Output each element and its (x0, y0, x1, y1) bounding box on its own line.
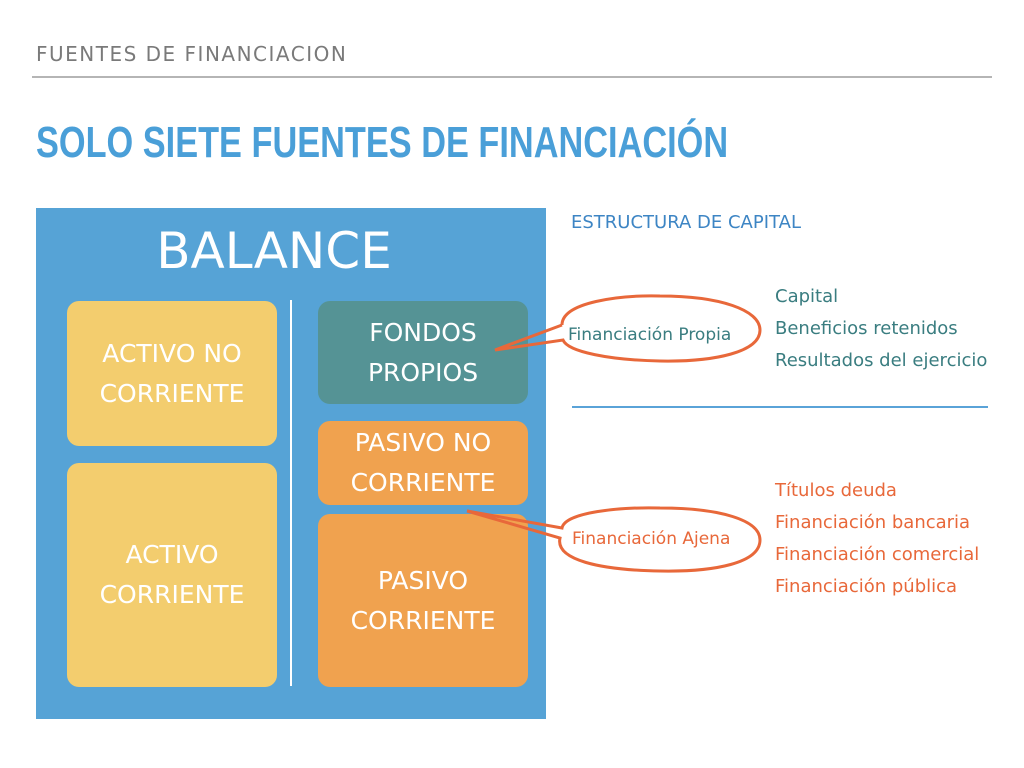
fondos-propios-label: FONDOS PROPIOS (367, 317, 479, 387)
slide-title: SOLO SIETE FUENTES DE FINANCIACIÓN (36, 118, 729, 167)
list-item: Capital (775, 286, 839, 307)
balance-divider (290, 300, 292, 686)
callout-ajena-ellipse (466, 506, 762, 573)
activo-no-corriente-label: ACTIVO NO CORRIENTE (99, 338, 245, 408)
callout-ajena-label: Financiación Ajena (572, 529, 731, 549)
pasivo-corriente-label: PASIVO CORRIENTE (350, 565, 496, 635)
header-divider (32, 76, 992, 78)
pasivo-corriente-box: PASIVO CORRIENTE (318, 514, 528, 687)
list-separator (572, 406, 988, 408)
pasivo-no-corriente-label: PASIVO NO CORRIENTE (350, 428, 496, 497)
pasivo-no-corriente-box: PASIVO NO CORRIENTE (318, 421, 528, 505)
activo-corriente-box: ACTIVO CORRIENTE (67, 463, 277, 687)
activo-corriente-label: ACTIVO CORRIENTE (99, 540, 245, 609)
list-item: Resultados del ejercicio (775, 350, 988, 371)
propia-list: Capital Beneficios retenidos Resultados … (775, 281, 987, 377)
list-item: Títulos deuda (775, 480, 897, 501)
activo-no-corriente-box: ACTIVO NO CORRIENTE (67, 301, 277, 446)
fondos-propios-box: FONDOS PROPIOS (318, 301, 528, 404)
list-item: Beneficios retenidos (775, 318, 958, 339)
section-header: FUENTES DE FINANCIACION (36, 42, 348, 66)
callout-propia-ellipse (494, 294, 762, 363)
estructura-capital-label: ESTRUCTURA DE CAPITAL (571, 212, 801, 233)
list-item: Financiación comercial (775, 544, 980, 565)
ajena-list: Títulos deuda Financiación bancaria Fina… (775, 475, 979, 603)
balance-title: BALANCE (156, 222, 392, 280)
list-item: Financiación bancaria (775, 512, 971, 533)
list-item: Financiación pública (775, 576, 958, 597)
callout-propia-label: Financiación Propia (568, 325, 732, 345)
